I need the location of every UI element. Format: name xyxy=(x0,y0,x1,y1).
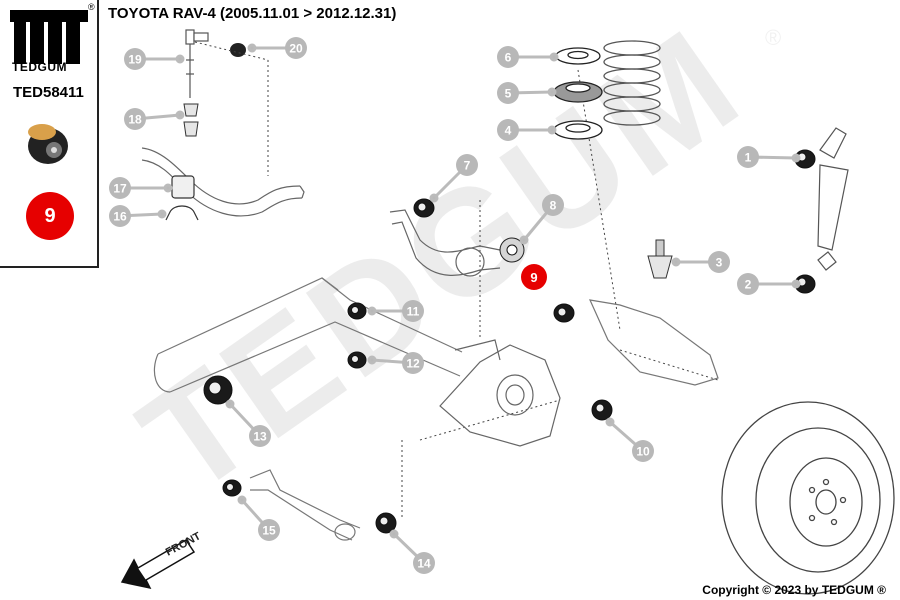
registered-mark: ® xyxy=(88,2,95,12)
bump-stop xyxy=(647,239,673,279)
watermark-text: TEDGUM xyxy=(112,0,770,526)
copyright-notice: Copyright © 2023 by TEDGUM ® xyxy=(702,583,886,597)
callout-label-11: 11 xyxy=(407,305,420,319)
callout-circle-16 xyxy=(109,205,131,227)
callout-circle-14 xyxy=(413,552,435,574)
watermark-registered-mark: ® xyxy=(765,25,781,50)
callout-label-7: 7 xyxy=(464,159,471,173)
shock-absorber xyxy=(817,127,849,271)
callout-label-17: 17 xyxy=(113,182,127,196)
bushings xyxy=(203,198,613,534)
callout-label-15: 15 xyxy=(262,524,276,538)
stabilizer-link xyxy=(185,29,209,98)
leader-head-2 xyxy=(791,279,801,289)
callout-label-4: 4 xyxy=(505,124,512,138)
callout-circle-12 xyxy=(402,352,424,374)
lateral-link xyxy=(249,469,361,541)
shock-bushes xyxy=(794,149,816,294)
callout-circle-6 xyxy=(497,46,519,68)
coil-spring xyxy=(603,40,661,126)
leader-head-7 xyxy=(429,193,439,203)
callout-label-10: 10 xyxy=(636,445,650,459)
callout-label-6: 6 xyxy=(505,51,512,65)
stabilizer-bar xyxy=(141,147,305,217)
front-arrow: FRONT xyxy=(120,530,203,590)
callout-label-3: 3 xyxy=(716,256,723,270)
upper-arm xyxy=(389,209,501,277)
leader-head-8 xyxy=(519,235,529,245)
callout-label-18: 18 xyxy=(128,113,142,127)
callout-circle-5 xyxy=(497,82,519,104)
link-bushings xyxy=(183,103,199,137)
callout-circle-2 xyxy=(737,273,759,295)
callout-label-16: 16 xyxy=(113,210,127,224)
leader-head-4 xyxy=(547,125,557,135)
leader-head-5 xyxy=(547,87,557,97)
callout-label-5: 5 xyxy=(505,87,512,101)
lower-arm xyxy=(588,299,719,386)
part-9-badge: 9 xyxy=(521,264,547,290)
callout-circle-8 xyxy=(542,194,564,216)
leader-head-10 xyxy=(605,417,615,427)
leader-head-1 xyxy=(791,153,801,163)
callout-circle-20 xyxy=(285,37,307,59)
vehicle-title: TOYOTA RAV-4 (2005.11.01 > 2012.12.31) xyxy=(108,5,397,22)
callout-circle-1 xyxy=(737,146,759,168)
callout-circle-11 xyxy=(402,300,424,322)
bushing-thumbnail-icon xyxy=(28,124,68,164)
leader-head-20 xyxy=(247,43,257,53)
wheel xyxy=(721,401,895,595)
tedgum-logo-icon xyxy=(10,10,88,64)
leader-head-18 xyxy=(175,110,185,120)
callout-circle-7 xyxy=(456,154,478,176)
callout-label-14: 14 xyxy=(417,557,431,571)
leader-head-14 xyxy=(389,529,399,539)
leader-head-15 xyxy=(237,495,247,505)
leader-head-12 xyxy=(367,355,377,365)
part-info-panel: ® TEDGUM TED58411 9 xyxy=(0,0,99,268)
callout-circle-4 xyxy=(497,119,519,141)
callout-label-1: 1 xyxy=(745,151,752,165)
leader-head-13 xyxy=(225,399,235,409)
stabilizer-clamp xyxy=(165,175,199,221)
leader-head-16 xyxy=(157,209,167,219)
callout-circle-15 xyxy=(258,519,280,541)
leader-head-19 xyxy=(175,54,185,64)
callout-circle-18 xyxy=(124,108,146,130)
callout-label-20: 20 xyxy=(289,42,303,56)
knuckle xyxy=(439,339,561,447)
callout-circle-3 xyxy=(708,251,730,273)
leader-head-11 xyxy=(367,306,377,316)
callout-circle-13 xyxy=(249,425,271,447)
leader-head-17 xyxy=(163,183,173,193)
callout-label-12: 12 xyxy=(406,357,420,371)
callout-circle-10 xyxy=(632,440,654,462)
brand-name: TEDGUM xyxy=(12,60,67,74)
callout-label-8: 8 xyxy=(550,199,557,213)
leader-head-3 xyxy=(671,257,681,267)
leader-head-6 xyxy=(549,52,559,62)
callout-circle-19 xyxy=(124,48,146,70)
callout-label-2: 2 xyxy=(745,278,752,292)
callout-label-13: 13 xyxy=(253,430,267,444)
highlight-part-badge: 9 xyxy=(26,192,74,240)
part-number: TED58411 xyxy=(13,84,84,101)
spring-seats xyxy=(553,47,603,140)
callout-label-19: 19 xyxy=(128,53,142,67)
callout-circle-17 xyxy=(109,177,131,199)
cap-20 xyxy=(230,43,246,57)
